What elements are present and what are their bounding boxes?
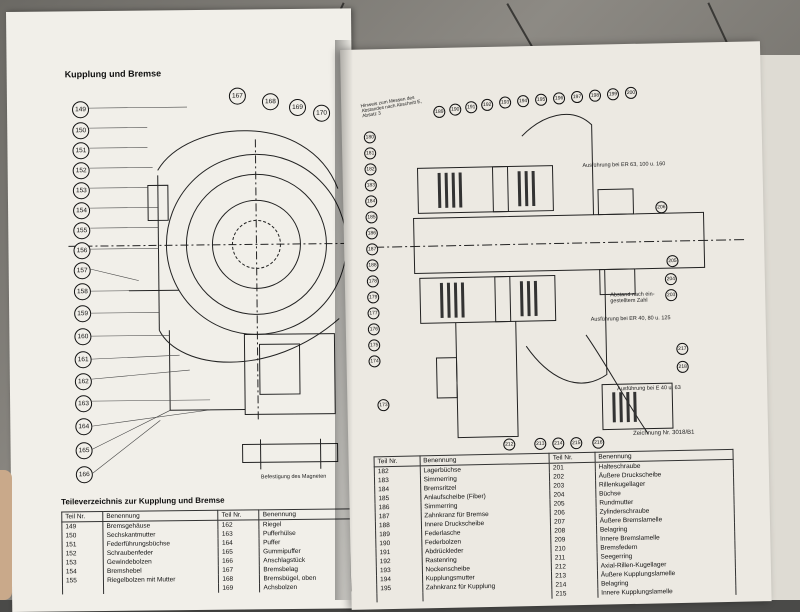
section-heading: Kupplung und Bremse (65, 68, 162, 79)
part-no (63, 585, 104, 594)
part-no: 169 (219, 583, 260, 592)
parts-table-right: Teil Nr. Benennung Teil Nr. Benennung 18… (374, 449, 737, 603)
col-part-no: Teil Nr. (62, 512, 103, 522)
callout-167: 167 (229, 87, 246, 104)
callout-166: 166 (76, 466, 93, 483)
part-no: 154 (62, 567, 103, 576)
callout-213: 213 (534, 438, 546, 450)
callout-170: 170 (313, 105, 330, 122)
callout-165: 165 (76, 442, 93, 459)
callout-169: 169 (289, 99, 306, 116)
drawing-number: Zeichnung Nr. 3018/B1 (633, 430, 694, 437)
callout-158: 158 (74, 283, 91, 300)
callout-197: 197 (571, 91, 583, 103)
callout-195: 195 (535, 94, 547, 106)
callout-153: 153 (73, 182, 90, 199)
magnet-caption: Befestigung des Magneten (261, 474, 326, 481)
part-no: 168 (219, 574, 260, 583)
callout-214: 214 (552, 437, 564, 449)
part-no (377, 592, 423, 602)
thumb (0, 470, 12, 600)
book-gutter-shadow (335, 40, 353, 600)
callout-152: 152 (73, 162, 90, 179)
part-no: 155 (62, 576, 103, 585)
parts-table-left: Teil Nr. Benennung Teil Nr. Benennung 14… (61, 508, 352, 594)
callout-212: 212 (503, 438, 515, 450)
part-name (104, 584, 219, 594)
callout-200: 200 (625, 87, 637, 99)
part-no: 166 (219, 556, 260, 565)
clutch-brake-drawing (7, 78, 356, 482)
part-no: 167 (219, 565, 260, 574)
callout-155: 155 (73, 222, 90, 239)
part-no: 163 (218, 529, 259, 538)
callout-215: 215 (570, 437, 582, 449)
callout-199: 199 (607, 88, 619, 100)
part-no: 162 (218, 520, 259, 530)
callout-159: 159 (74, 305, 91, 322)
part-name: Innere Kupplungslamelle (598, 586, 736, 598)
callout-196: 196 (553, 92, 565, 104)
distance-note: Abstand nach ein-gestelltem Zahl (610, 291, 658, 304)
col-part-no: Teil Nr. (218, 510, 259, 520)
callout-151: 151 (72, 142, 89, 159)
callout-216: 216 (592, 437, 604, 449)
callout-160: 160 (74, 328, 91, 345)
part-no: 150 (62, 531, 103, 540)
part-no: 149 (62, 522, 103, 532)
part-no: 165 (218, 547, 259, 556)
callout-154: 154 (73, 202, 90, 219)
callout-164: 164 (75, 418, 92, 435)
callout-168: 168 (262, 93, 279, 110)
callout-149: 149 (72, 101, 89, 118)
part-no: 151 (62, 540, 103, 549)
callout-150: 150 (72, 122, 89, 139)
callout-156: 156 (73, 242, 90, 259)
callout-162: 162 (75, 373, 92, 390)
callout-157: 157 (74, 262, 91, 279)
right-page: Hinweis zum Messen des Abstandes nach Ab… (340, 41, 772, 610)
left-page: Kupplung und Bremse (6, 8, 357, 612)
clutch-section-drawing (341, 101, 768, 450)
part-no: 164 (218, 538, 259, 547)
parts-list-title: Teileverzeichnis zur Kupplung und Bremse (61, 496, 225, 507)
part-no: 215 (552, 589, 598, 599)
part-no: 153 (62, 558, 103, 567)
part-no: 152 (62, 549, 103, 558)
callout-198: 198 (589, 90, 601, 102)
callout-163: 163 (75, 395, 92, 412)
callout-161: 161 (75, 351, 92, 368)
